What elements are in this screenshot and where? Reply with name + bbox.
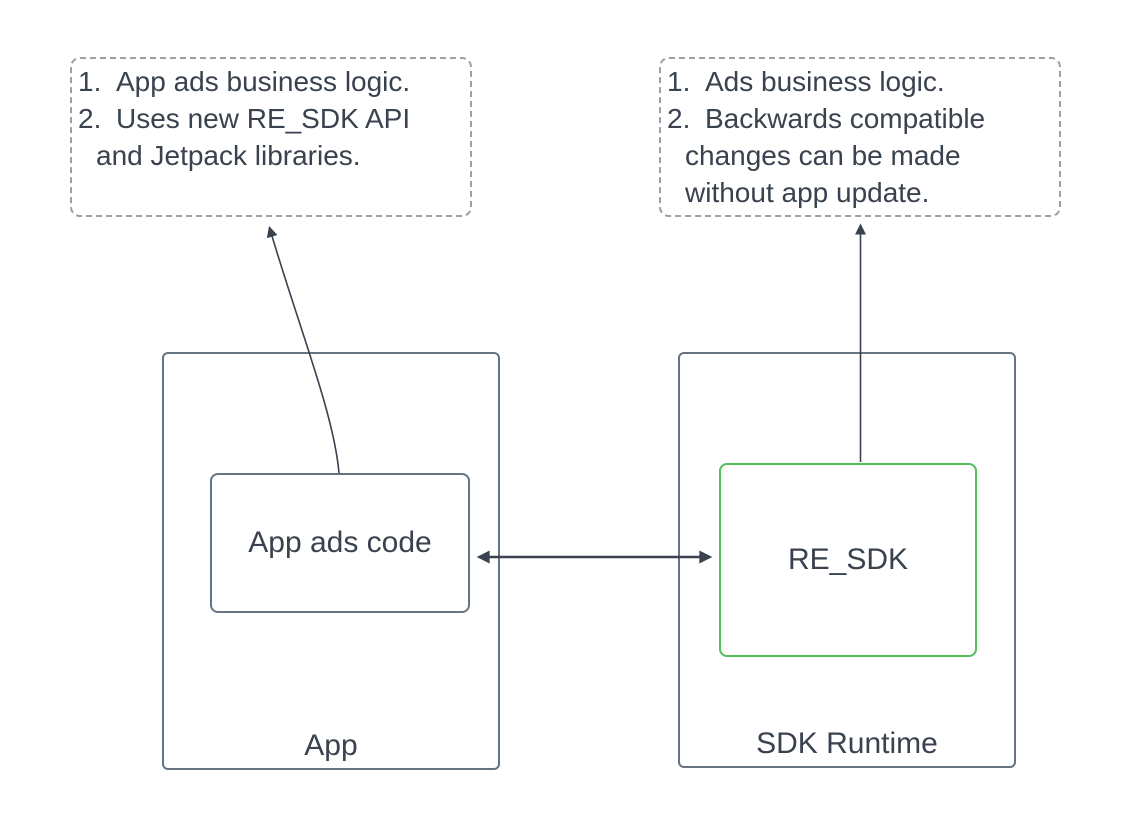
note-text: changes can be made xyxy=(685,140,961,171)
list-number: 2. xyxy=(78,103,102,134)
re-sdk-box: RE_SDK xyxy=(719,463,977,657)
note-line: changes can be made xyxy=(667,137,1053,174)
note-text: without app update. xyxy=(685,177,930,208)
note-sdk-annotations: 1. Ads business logic. 2. Backwards comp… xyxy=(659,57,1061,217)
note-line: without app update. xyxy=(667,174,1053,211)
list-number: 1. xyxy=(667,66,691,97)
note-line: 1. Ads business logic. xyxy=(667,63,1053,100)
note-text: App ads business logic. xyxy=(116,66,411,97)
app-ads-code-label: App ads code xyxy=(248,526,432,559)
note-text: Backwards compatible xyxy=(705,103,986,134)
note-text: Uses new RE_SDK API xyxy=(116,103,411,134)
note-text: Ads business logic. xyxy=(705,66,945,97)
note-line: 2. Backwards compatible xyxy=(667,100,1053,137)
list-number: 1. xyxy=(78,66,102,97)
note-app-annotations: 1. App ads business logic. 2. Uses new R… xyxy=(70,57,472,217)
app-container-label: App xyxy=(304,729,358,762)
list-number: 2. xyxy=(667,103,691,134)
sdk-runtime-container-label: SDK Runtime xyxy=(756,727,938,760)
note-line: and Jetpack libraries. xyxy=(78,137,464,174)
app-ads-code-box: App ads code xyxy=(210,473,470,613)
note-line: 2. Uses new RE_SDK API xyxy=(78,100,464,137)
re-sdk-label: RE_SDK xyxy=(787,543,909,576)
note-text: and Jetpack libraries. xyxy=(96,140,361,171)
note-line: 1. App ads business logic. xyxy=(78,63,464,100)
